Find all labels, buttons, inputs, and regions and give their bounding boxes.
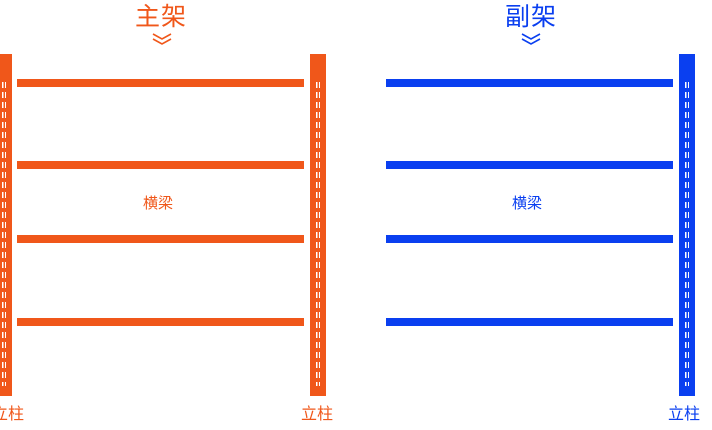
sub-frame-beam-4	[386, 318, 673, 326]
sub-frame-post-slots	[685, 82, 689, 386]
sub-frame-title: 副架	[505, 2, 558, 31]
main-frame-beam-2	[17, 161, 304, 169]
main-frame-right-post-label: 立柱	[301, 404, 334, 423]
main-frame-beam-3	[17, 235, 304, 243]
main-frame-left-post	[0, 54, 12, 396]
main-frame-chevron-down-icon	[152, 33, 172, 45]
sub-frame-beam-1	[386, 79, 673, 87]
sub-frame-beam-3	[386, 235, 673, 243]
main-frame-beam-label: 横梁	[143, 194, 174, 212]
sub-frame-post-label: 立柱	[668, 404, 701, 423]
sub-frame-chevron-down-icon	[521, 33, 541, 45]
main-frame-beam-4	[17, 318, 304, 326]
sub-frame-beam-2	[386, 161, 673, 169]
main-frame-right-post	[310, 54, 326, 396]
main-frame-right-post-slots	[316, 82, 320, 386]
sub-frame-post	[679, 54, 695, 396]
sub-frame-beam-label: 横梁	[512, 194, 543, 212]
main-frame-beam-1	[17, 79, 304, 87]
main-frame-title: 主架	[135, 2, 188, 31]
main-frame-left-post-slots	[2, 82, 6, 386]
main-frame-left-post-label: 立柱	[0, 404, 25, 423]
